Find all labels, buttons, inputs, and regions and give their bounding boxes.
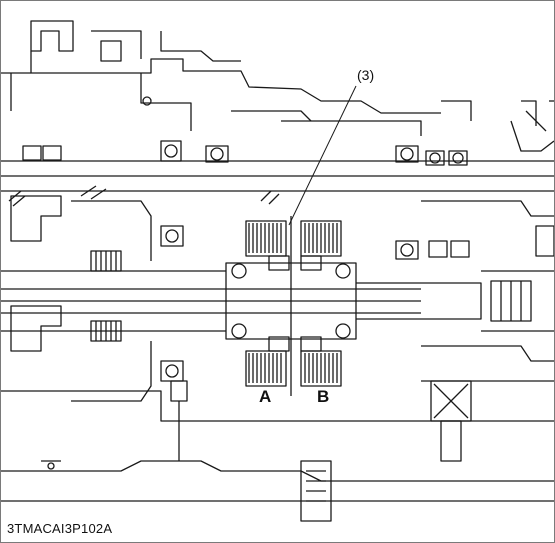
- left-gears: [10, 195, 184, 402]
- figure-code: 3TMACAI3P102A: [7, 521, 113, 536]
- right-parts: [395, 200, 554, 382]
- callout-label: (3): [357, 67, 375, 83]
- upper-housing: [1, 20, 554, 136]
- lower-housing: [1, 380, 554, 522]
- upper-shaft: [1, 110, 554, 207]
- clutch-assembly: [225, 216, 357, 396]
- main-shaft: [1, 270, 554, 332]
- clutch-label-b: B: [317, 387, 330, 406]
- callout-leader: [288, 85, 357, 226]
- clutch-label-a: A: [259, 387, 272, 406]
